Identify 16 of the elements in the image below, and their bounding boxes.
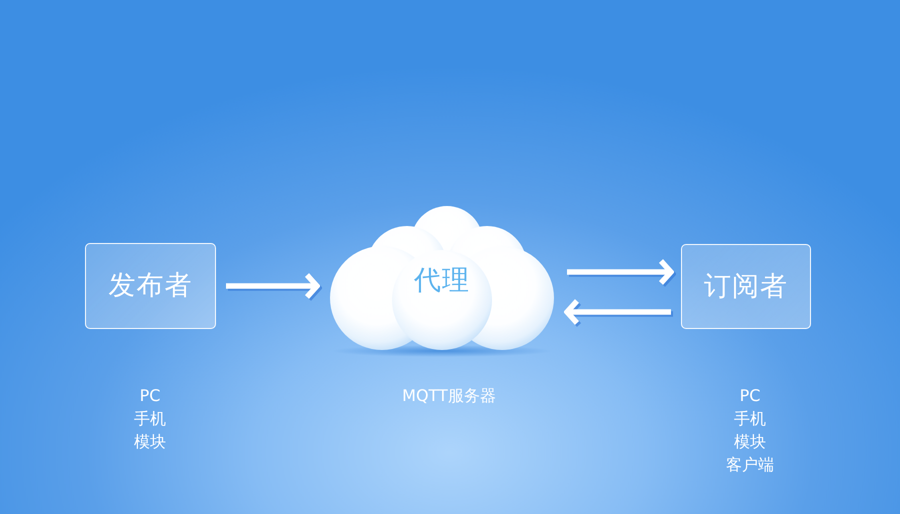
arrow: [564, 298, 671, 326]
arrow: [567, 258, 674, 286]
caption-text: PC: [740, 385, 760, 407]
caption-text: PC: [140, 385, 160, 407]
role-box: [85, 243, 216, 329]
node-label: 订阅者: [704, 270, 788, 302]
caption-text: 手机: [134, 408, 166, 430]
arrow: [226, 272, 320, 300]
node-label: 代理: [414, 265, 470, 297]
caption-text: MQTT服务器: [402, 385, 496, 407]
caption-text: 模块: [734, 431, 766, 453]
node-label: 发布者: [108, 270, 192, 302]
caption-text: 手机: [734, 408, 766, 430]
caption-text: 模块: [134, 431, 166, 453]
caption-text: 客户端: [726, 454, 774, 476]
role-box: [681, 244, 811, 329]
